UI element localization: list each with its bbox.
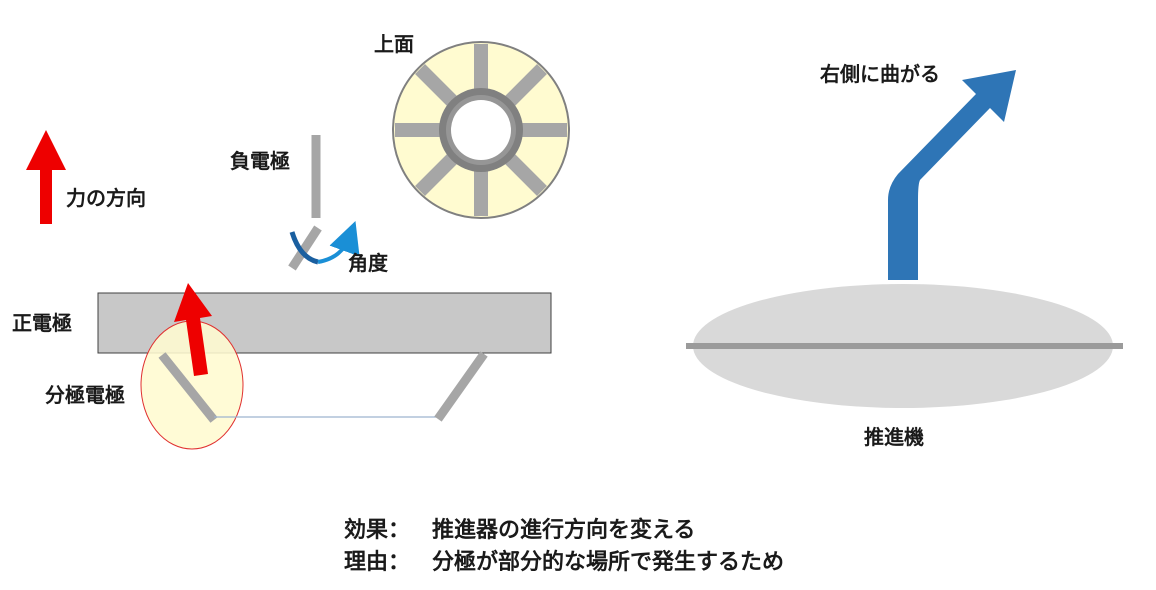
positive-electrode-label: 正電極 xyxy=(12,311,72,335)
effect-text: 推進器の進行方向を変える xyxy=(432,517,695,543)
rotation-arrow-left-icon xyxy=(289,231,319,265)
split-electrode-right xyxy=(434,351,488,422)
angle-label: 角度 xyxy=(348,251,389,275)
local-force-arrow xyxy=(174,283,212,376)
tilted-electrode xyxy=(288,225,322,271)
reason-label: 理由： xyxy=(344,550,410,575)
thruster-label: 推進機 xyxy=(864,425,924,449)
top-view-ring xyxy=(392,41,570,219)
thrust-direction-arrow xyxy=(888,70,1016,280)
turn-right-label: 右側に曲がる xyxy=(820,62,940,86)
split-electrode-left xyxy=(158,352,218,423)
legend-force-arrow xyxy=(26,130,66,224)
split-electrode-label: 分極電極 xyxy=(45,383,125,407)
rotation-arrow-right-icon xyxy=(317,220,360,264)
reason-text: 分極が部分的な場所で発生するため xyxy=(432,549,784,575)
negative-electrode-label: 負電極 xyxy=(230,149,290,173)
force-direction-label: 力の方向 xyxy=(66,186,146,210)
top-view-label: 上面 xyxy=(374,32,414,56)
effect-label: 効果： xyxy=(344,517,410,543)
